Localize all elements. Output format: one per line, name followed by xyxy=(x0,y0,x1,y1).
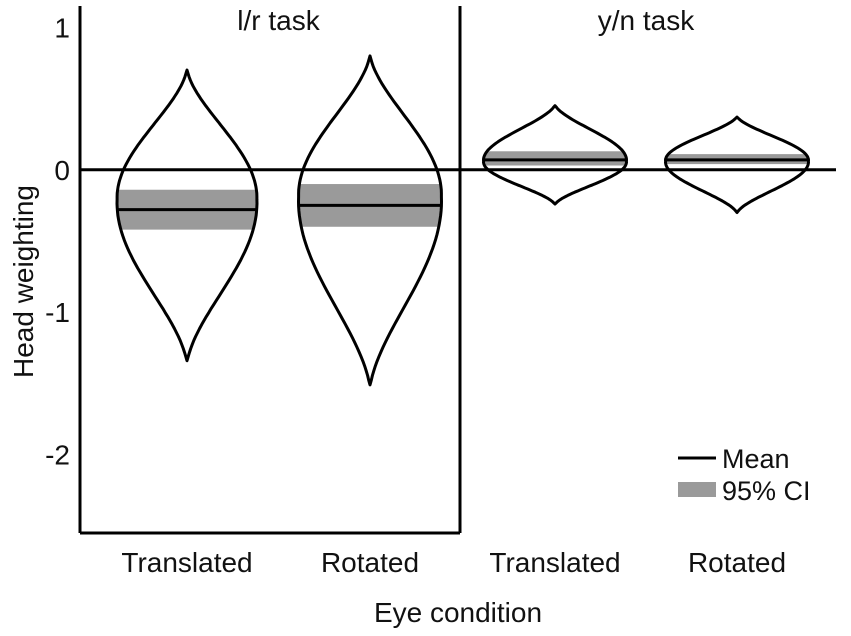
violin-outline xyxy=(115,68,259,363)
y-tick-labels: 1 0 -1 -2 xyxy=(45,12,70,470)
violin-outline xyxy=(297,54,443,387)
x-tick-label: Rotated xyxy=(688,547,786,578)
panel-titles: l/r task y/n task xyxy=(237,5,695,36)
legend-mean-label: Mean xyxy=(722,444,790,474)
panel-title: y/n task xyxy=(598,5,695,36)
violin-outline xyxy=(482,104,628,206)
panel-title: l/r task xyxy=(237,5,320,36)
y-tick-label: -2 xyxy=(45,440,70,471)
axes-frame xyxy=(78,6,836,535)
violin-outline xyxy=(664,115,810,214)
x-tick-label: Translated xyxy=(489,547,620,578)
y-tick-label: -1 xyxy=(45,297,70,328)
legend: Mean 95% CI xyxy=(678,444,811,506)
x-tick-labels: Translated Rotated Translated Rotated xyxy=(121,547,786,578)
legend-ci-label: 95% CI xyxy=(722,476,811,506)
violin-marks xyxy=(115,54,810,387)
y-tick-label: 0 xyxy=(54,155,70,186)
y-axis-title: Head weighting xyxy=(8,185,39,378)
x-tick-label: Rotated xyxy=(321,547,419,578)
y-tick-label: 1 xyxy=(54,12,70,43)
x-tick-label: Translated xyxy=(121,547,252,578)
x-axis-title: Eye condition xyxy=(374,597,542,628)
legend-ci-swatch xyxy=(678,482,716,497)
